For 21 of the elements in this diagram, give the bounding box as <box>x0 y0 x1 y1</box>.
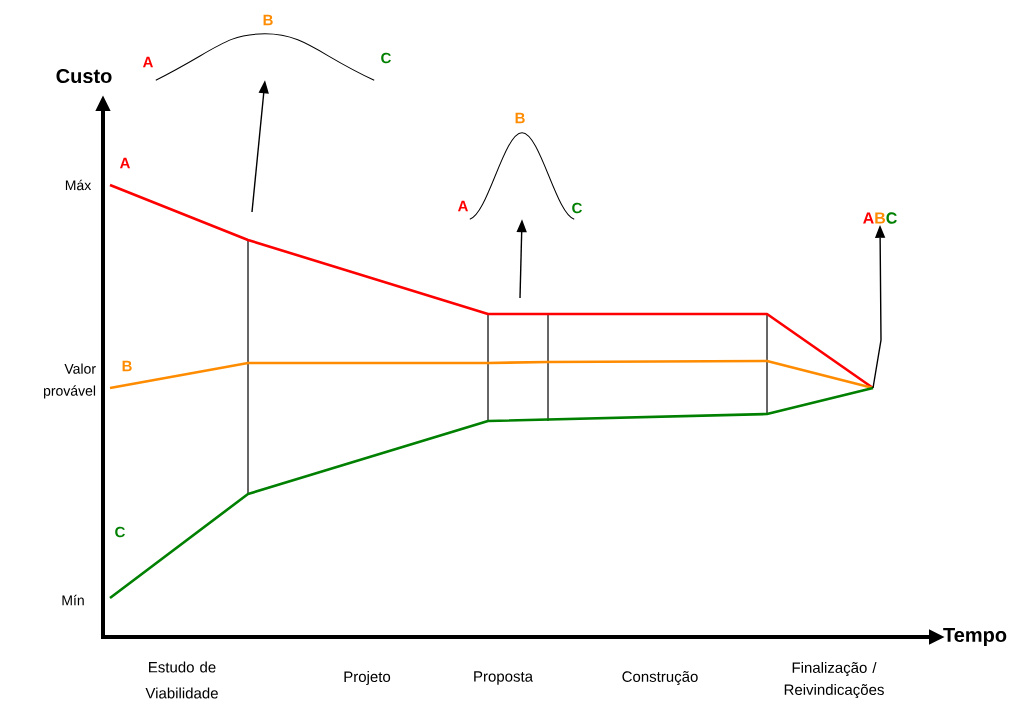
letter-label: B <box>122 360 132 372</box>
distribution-curve <box>155 33 375 81</box>
letter-label: A <box>142 56 153 68</box>
letter-label: C <box>381 52 391 64</box>
letter-label: C <box>115 526 125 538</box>
category-label: Projeto <box>344 671 391 685</box>
tick-label: Mín <box>62 594 84 606</box>
category-label: Construção <box>622 671 698 685</box>
letter-label: B <box>515 112 525 124</box>
axis-title: Custo <box>56 68 112 84</box>
tick-label: Máx <box>65 179 92 191</box>
letter-label: A <box>119 157 130 169</box>
letter-label: ABC <box>863 212 897 224</box>
axis-title: Tempo <box>943 628 1007 646</box>
tick-label: Valor provável <box>44 363 96 399</box>
letter-label: B <box>263 14 273 26</box>
category-label: Proposta <box>474 671 533 685</box>
category-label: Estudo de Viabilidade <box>145 661 218 699</box>
letter-label: A <box>457 200 468 212</box>
category-label: Finalização / Reivindicações <box>784 662 884 699</box>
letter-label: C <box>572 202 582 214</box>
